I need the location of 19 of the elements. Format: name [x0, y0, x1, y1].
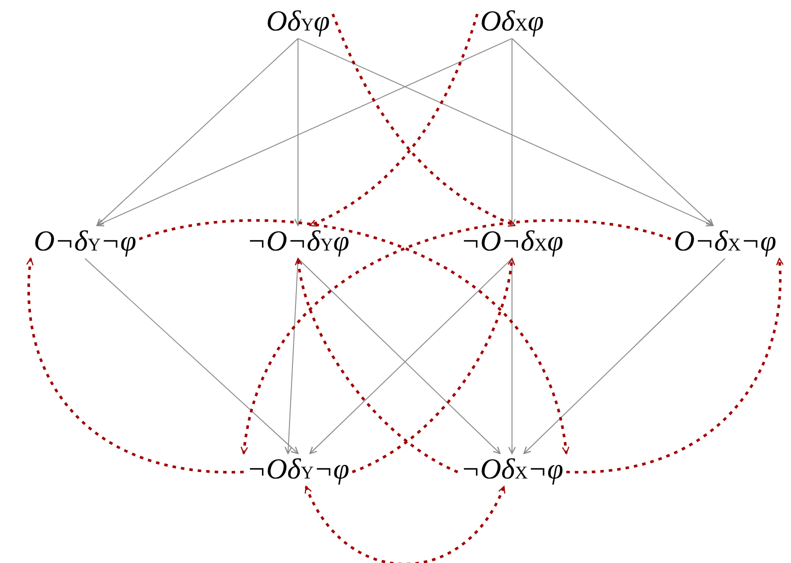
arrow: [84, 258, 299, 454]
dashed-arrow: [304, 486, 506, 563]
arrow: [298, 38, 714, 226]
arrow: [284, 258, 298, 454]
dashed-arrow: [566, 258, 784, 474]
arrow: [96, 38, 512, 226]
dashed-arrow: [26, 258, 244, 474]
dashed-arrow: [332, 14, 516, 227]
arrow: [523, 258, 726, 454]
arrow: [508, 258, 516, 454]
arrow: [508, 38, 516, 226]
arrow: [294, 38, 302, 226]
arrow: [96, 38, 298, 226]
dashed-arrow: [309, 14, 478, 227]
dashed-arrow: [138, 219, 569, 454]
arrow: [512, 38, 714, 226]
dashed-arrow: [241, 219, 672, 454]
dashed-arrow: [295, 258, 458, 474]
dashed-arrow: [352, 258, 515, 474]
